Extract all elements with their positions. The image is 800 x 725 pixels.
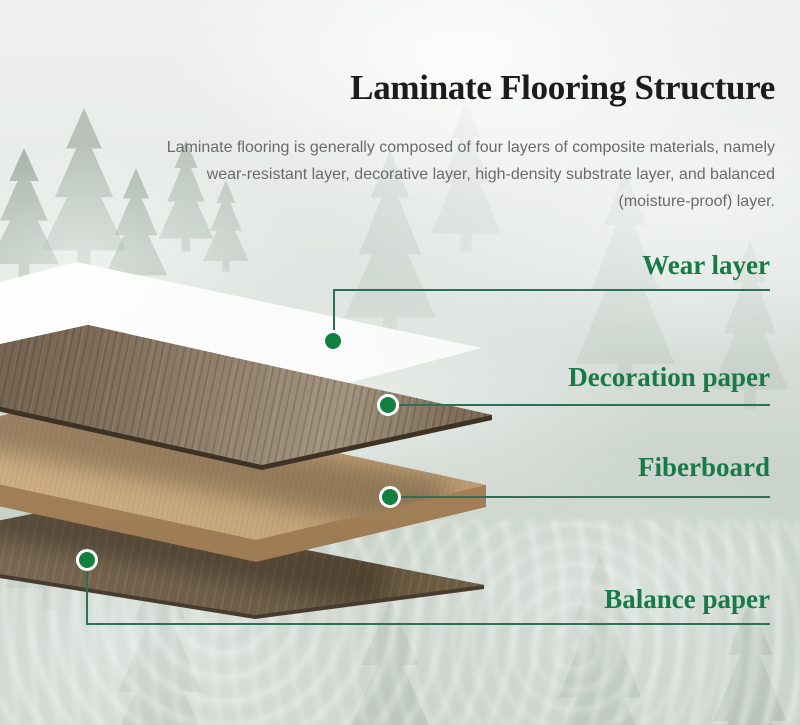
label-decoration-paper: Decoration paper: [568, 362, 770, 392]
balance-paper-underline: [86, 623, 770, 625]
page-title: Laminate Flooring Structure: [350, 68, 775, 107]
fiberboard-marker-dot: [379, 486, 401, 508]
label-wear-layer: Wear layer: [642, 250, 770, 280]
page-description: Laminate flooring is generally composed …: [85, 134, 775, 215]
description-line: (moisture-proof) layer.: [618, 193, 776, 210]
label-balance-paper: Balance paper: [604, 584, 770, 614]
balance-paper-connector-line: [86, 560, 88, 624]
decoration-paper-underline: [396, 404, 770, 406]
wear-layer-underline: [333, 289, 770, 291]
decoration-paper-marker-dot: [377, 394, 399, 416]
balance-paper-marker-dot: [76, 549, 98, 571]
wear-layer-marker-dot: [322, 330, 344, 352]
fiberboard-underline: [398, 496, 770, 498]
description-line: Laminate flooring is generally composed …: [166, 139, 775, 156]
description-line: wear-resistant layer, decorative layer, …: [206, 166, 775, 183]
label-fiberboard: Fiberboard: [638, 452, 770, 482]
wear-layer-connector-line: [333, 289, 335, 334]
